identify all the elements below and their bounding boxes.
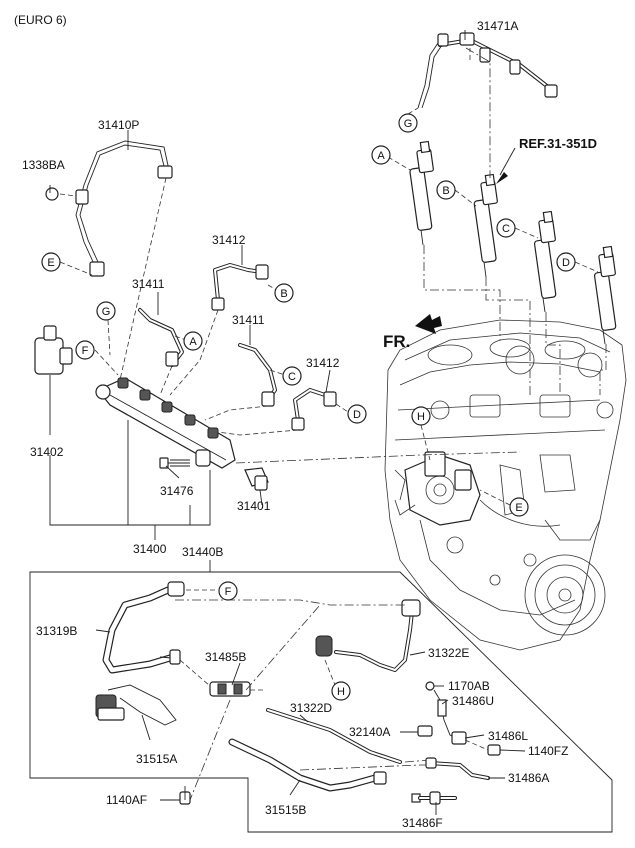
label-31410P: 31410P bbox=[98, 118, 139, 132]
svg-text:D: D bbox=[562, 257, 570, 269]
label-31401: 31401 bbox=[237, 499, 271, 513]
sensor-31401 bbox=[244, 467, 269, 491]
label-31486L: 31486L bbox=[488, 729, 528, 743]
label-31471A: 31471A bbox=[477, 19, 518, 33]
svg-text:G: G bbox=[102, 306, 111, 318]
callout-b-top: B bbox=[436, 180, 456, 200]
label-31411-left: 31411 bbox=[132, 277, 165, 291]
label-31400: 31400 bbox=[133, 542, 167, 556]
label-31440B: 31440B bbox=[182, 545, 223, 559]
callout-e-left: E bbox=[41, 252, 61, 272]
label-31411-right: 31411 bbox=[232, 313, 265, 327]
ref-label: REF.31-351D bbox=[519, 136, 597, 151]
svg-text:D: D bbox=[353, 409, 361, 421]
label-31486A: 31486A bbox=[508, 771, 549, 785]
svg-text:A: A bbox=[189, 336, 197, 348]
label-31402: 31402 bbox=[30, 445, 64, 459]
bolt-31476 bbox=[159, 457, 190, 469]
pipe-31515B bbox=[228, 738, 387, 792]
variant-label: (EURO 6) bbox=[14, 13, 67, 27]
pipe-31486A bbox=[425, 757, 490, 780]
label-31476: 31476 bbox=[160, 484, 194, 498]
callout-d-mid: D bbox=[347, 404, 367, 424]
valve-31485B bbox=[159, 649, 265, 697]
svg-text:A: A bbox=[377, 150, 385, 162]
common-rail-31400 bbox=[95, 377, 236, 469]
callout-circles: G A B C D E B G A F C D H E F H bbox=[41, 113, 576, 701]
callout-h-engine: H bbox=[411, 406, 431, 426]
label-31412-upper: 31412 bbox=[212, 233, 246, 247]
label-1140FZ: 1140FZ bbox=[528, 744, 568, 758]
hose-31319B bbox=[102, 581, 216, 674]
svg-text:B: B bbox=[280, 288, 287, 300]
svg-text:E: E bbox=[515, 502, 522, 514]
label-32140A: 32140A bbox=[349, 725, 390, 739]
callout-g-top: G bbox=[398, 113, 418, 133]
injector-harness-31471A bbox=[417, 32, 558, 109]
svg-text:H: H bbox=[337, 686, 345, 698]
pipe-31411-right bbox=[238, 343, 286, 407]
svg-text:C: C bbox=[288, 371, 296, 383]
label-1170AB: 1170AB bbox=[448, 679, 490, 693]
callout-d-top: D bbox=[556, 252, 576, 272]
label-1140AF: 1140AF bbox=[106, 793, 147, 807]
regulator-31402 bbox=[34, 325, 73, 435]
injector-b bbox=[473, 173, 498, 278]
svg-text:G: G bbox=[404, 118, 413, 130]
bracket-assembly bbox=[417, 681, 501, 756]
injectors bbox=[409, 140, 617, 345]
svg-text:F: F bbox=[225, 586, 232, 598]
label-31515A: 31515A bbox=[136, 752, 177, 766]
label-31515B: 31515B bbox=[265, 803, 306, 817]
callout-g-mid: G bbox=[96, 301, 116, 321]
label-31319B: 31319B bbox=[36, 624, 77, 638]
harness-31410P bbox=[45, 140, 173, 277]
injector-d bbox=[593, 245, 617, 345]
callout-e-engine: E bbox=[509, 497, 529, 517]
svg-text:B: B bbox=[442, 185, 449, 197]
injector-c bbox=[533, 210, 557, 313]
pipe-31412-lower bbox=[291, 388, 349, 431]
svg-text:H: H bbox=[417, 411, 425, 423]
label-31486F: 31486F bbox=[402, 816, 443, 830]
label-31486U: 31486U bbox=[452, 694, 494, 708]
bolt-1140AF bbox=[179, 786, 191, 805]
label-31322D: 31322D bbox=[290, 701, 332, 715]
label-31412-lower: 31412 bbox=[306, 356, 340, 370]
injector-a bbox=[409, 140, 434, 246]
pipe-31412-upper bbox=[211, 263, 281, 311]
svg-text:F: F bbox=[82, 345, 89, 357]
svg-text:C: C bbox=[502, 223, 510, 235]
callout-c-top: C bbox=[496, 218, 516, 238]
fitting-31486F bbox=[411, 791, 457, 805]
fr-direction-label: FR. bbox=[383, 332, 410, 351]
callout-f-box: F bbox=[218, 581, 238, 601]
label-31322E: 31322E bbox=[428, 646, 469, 660]
pipe-31322D bbox=[266, 708, 402, 764]
callout-b-mid: B bbox=[274, 283, 294, 303]
callout-h-box: H bbox=[331, 681, 351, 701]
label-31485B: 31485B bbox=[205, 650, 246, 664]
label-1338BA: 1338BA bbox=[22, 158, 65, 172]
pipe-31411-left bbox=[138, 308, 187, 367]
callout-a-top: A bbox=[371, 145, 391, 165]
kit-outline bbox=[29, 571, 613, 833]
callout-f-mid: F bbox=[75, 340, 95, 360]
callout-c-mid: C bbox=[282, 366, 302, 386]
svg-text:E: E bbox=[47, 257, 54, 269]
hose-31515A bbox=[95, 684, 177, 726]
callout-a-mid: A bbox=[183, 331, 203, 351]
engine-block bbox=[384, 319, 627, 651]
hose-31322E bbox=[315, 599, 421, 686]
